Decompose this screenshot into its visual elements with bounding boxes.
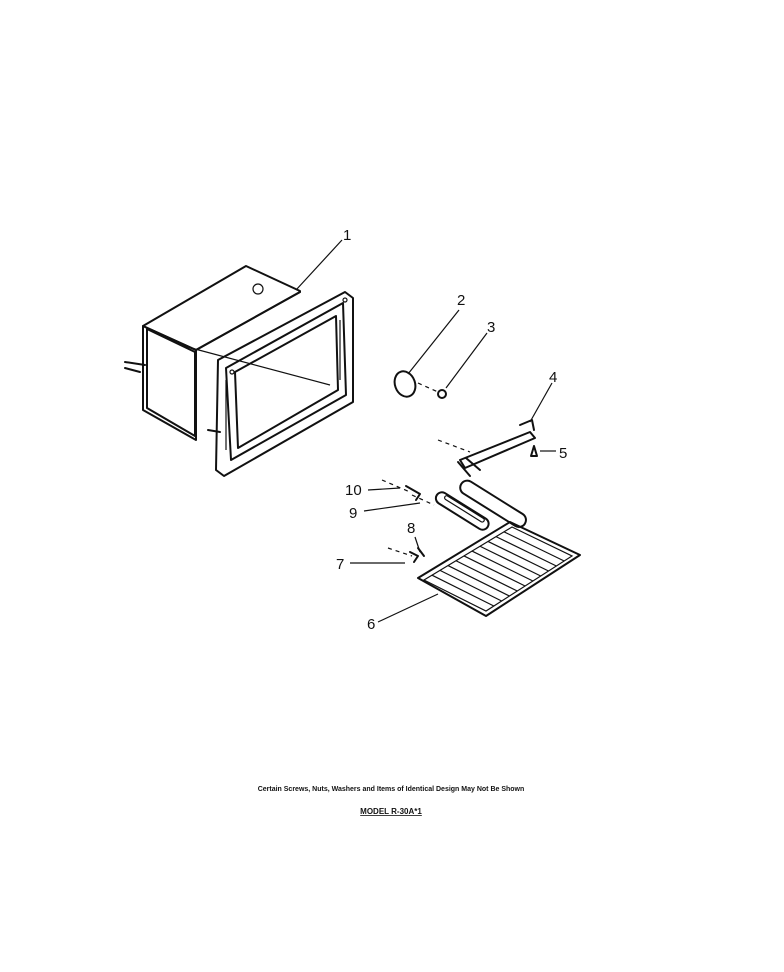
rack-bar xyxy=(479,545,541,577)
callout-10: 10 xyxy=(345,482,362,499)
rack-bar xyxy=(455,560,518,592)
oven-rack xyxy=(417,521,581,617)
callout-labels: 1 2 3 4 5 6 7 8 9 10 xyxy=(336,227,567,633)
rack-bar xyxy=(447,565,510,597)
callout-1: 1 xyxy=(343,227,351,244)
element-hardware xyxy=(381,479,435,506)
terminal-screw xyxy=(530,445,538,457)
model-number: MODEL R-30A*1 xyxy=(360,807,422,816)
rack-support-hardware xyxy=(387,547,425,563)
callout-5: 5 xyxy=(559,445,567,462)
callout-9: 9 xyxy=(349,505,357,522)
rack-bar xyxy=(431,574,495,607)
callout-8: 8 xyxy=(407,520,415,537)
callout-6: 6 xyxy=(367,616,375,633)
rack-bar xyxy=(471,550,534,582)
oven-cavity xyxy=(124,265,354,477)
rack-bar xyxy=(503,531,565,562)
callout-2: 2 xyxy=(457,292,465,309)
callout-4: 4 xyxy=(549,369,557,386)
rack-bar xyxy=(463,555,526,587)
leader-lines xyxy=(295,239,556,623)
callout-7: 7 xyxy=(336,556,344,573)
callout-3: 3 xyxy=(487,319,495,336)
rack-bar xyxy=(495,536,557,567)
heating-element xyxy=(434,479,527,531)
lamp-screw xyxy=(417,382,447,399)
lamp-lens xyxy=(393,370,417,398)
disclaimer-note: Certain Screws, Nuts, Washers and Items … xyxy=(258,786,525,793)
rack-bar xyxy=(487,540,549,572)
rack-bar xyxy=(439,569,502,602)
terminal-bracket xyxy=(437,419,536,477)
